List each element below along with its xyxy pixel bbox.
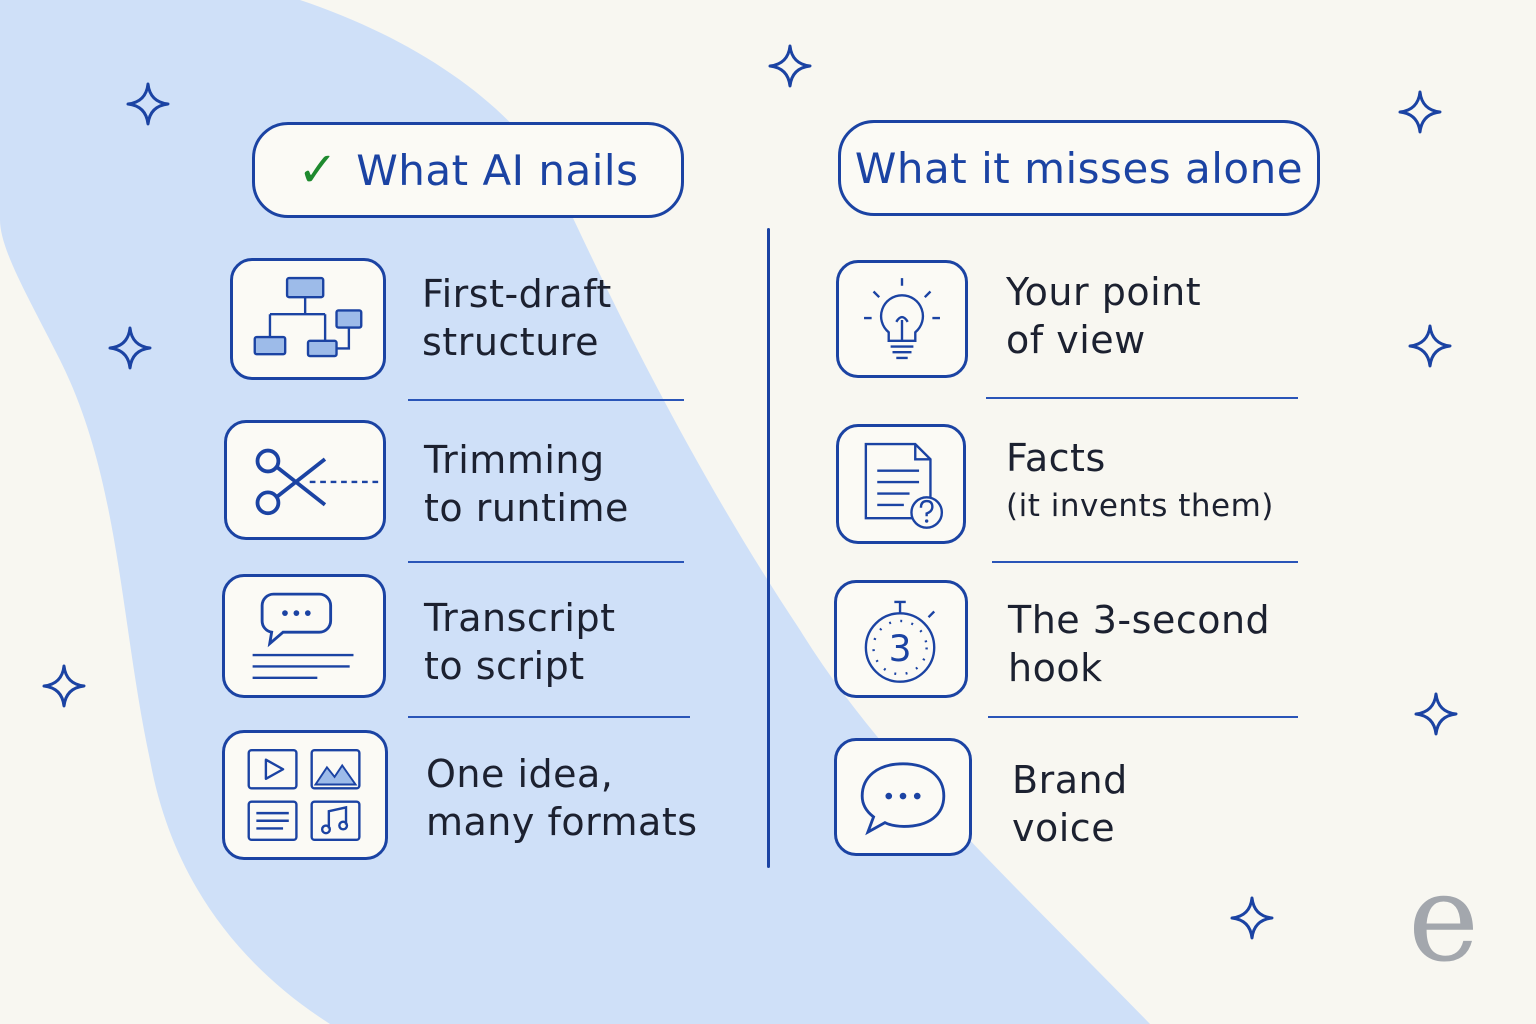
tile-trimming-runtime [224,420,386,540]
sparkle-icon [108,326,152,370]
left-item-2-text: Trimming to runtime [424,438,629,530]
chat-bubble-icon [860,762,946,836]
right-column-header: What it misses alone [838,120,1320,216]
right-item-4-text: Brand voice [1012,758,1128,850]
right-header-title: What it misses alone [854,143,1304,193]
checkmark-icon: ✓ [297,142,339,198]
separator [986,397,1298,399]
sparkle-icon [1414,692,1458,736]
right-item-2-text: Facts (it invents them) [1006,436,1274,524]
sparkle-icon [42,664,86,708]
tile-one-idea-many-formats [222,730,388,860]
brand-logo: e [1408,850,1480,989]
right-item-1-text: Your point of view [1006,270,1202,362]
tile-first-draft-structure [230,258,386,380]
left-item-1-text: First-draft structure [422,272,612,364]
sparkle-icon [1398,90,1442,134]
lightbulb-icon [864,278,940,360]
multi-format-grid-icon [247,748,361,842]
separator [988,716,1298,718]
sparkle-icon [768,44,812,88]
tile-facts [836,424,966,544]
stopwatch-digit: 3 [889,628,912,670]
stopwatch-icon: 3 [864,600,936,683]
tile-brand-voice [834,738,972,856]
separator [408,561,684,563]
left-item-4-text: One idea, many formats [426,752,698,844]
separator [408,399,684,401]
sparkle-icon [126,82,170,126]
speech-bubble-document-icon [252,592,354,680]
flowchart-icon [253,276,363,358]
left-item-3-text: Transcript to script [424,596,616,688]
sparkle-icon [1408,324,1452,368]
right-item-3-text: The 3-second hook [1008,598,1271,690]
separator [408,716,690,718]
tile-transcript-script [222,574,386,698]
sparkle-icon [1230,896,1274,940]
left-column-header: ✓ What AI nails [252,122,684,218]
document-question-icon [864,442,944,529]
left-header-title: What AI nails [356,145,639,195]
separator [992,561,1298,563]
tile-point-of-view [836,260,968,378]
column-divider [767,228,770,868]
scissors-icon [255,448,381,516]
tile-three-second-hook: 3 [834,580,968,698]
